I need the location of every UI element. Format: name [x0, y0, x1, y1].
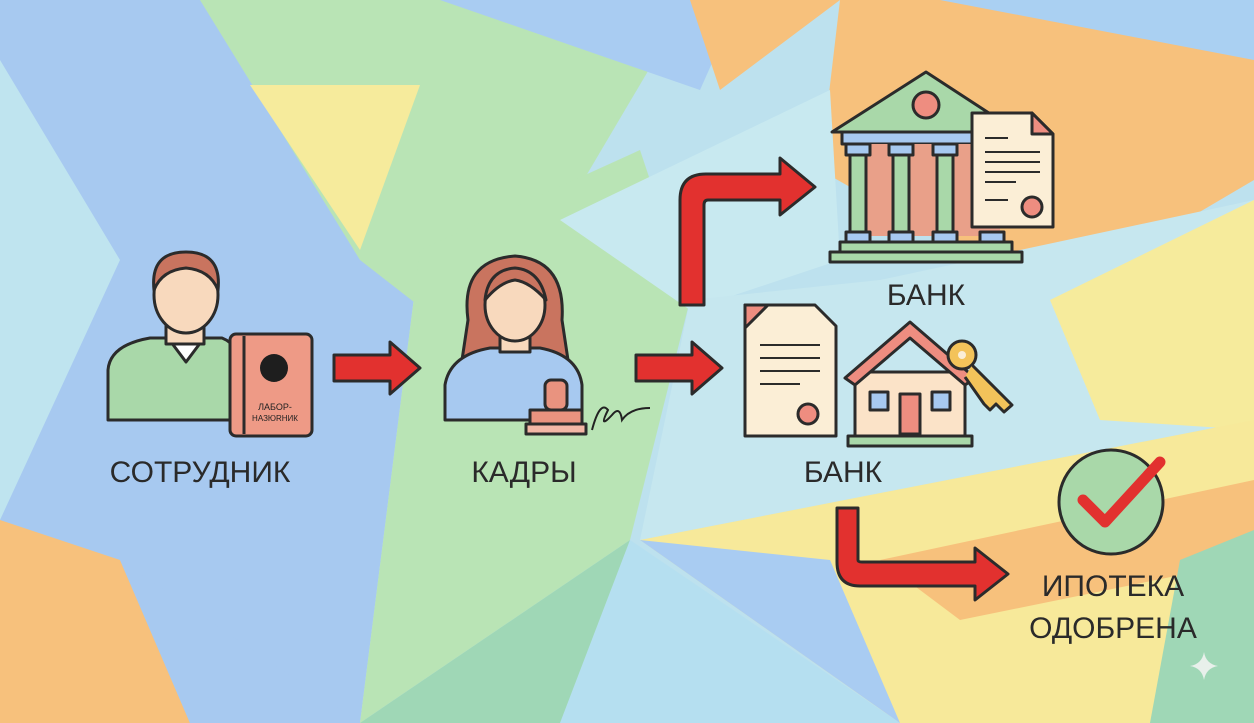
house-icon — [843, 320, 977, 448]
document-icon — [743, 303, 838, 438]
signature-icon — [591, 406, 651, 431]
hr-label: КАДРЫ — [471, 456, 576, 489]
record-book-label-2: НАЗЮRНИК — [252, 414, 298, 423]
hr-specialist-icon — [443, 254, 584, 422]
bank-top-label: БАНК — [887, 279, 966, 312]
result-label-line1: ИПОТЕКА — [1042, 570, 1184, 603]
sparkle-icon — [1190, 652, 1218, 680]
work-record-book-icon: ЛАБОР- НАЗЮRНИК — [228, 332, 314, 438]
emblem-icon — [260, 354, 288, 382]
record-book-label-1: ЛАБОР- — [258, 402, 292, 412]
result-label-line2: ОДОБРЕНА — [1029, 612, 1197, 645]
employee-icon — [106, 250, 242, 422]
arrow-up-right-icon — [678, 156, 817, 307]
approved-check-icon — [1057, 448, 1166, 556]
contract-document-icon — [970, 111, 1055, 229]
stamp-icon — [524, 378, 588, 436]
arrow-right-icon — [634, 340, 724, 396]
arrow-down-right-icon — [835, 506, 1010, 602]
arrow-right-icon — [332, 340, 422, 396]
employee-label: СОТРУДНИК — [110, 456, 291, 489]
key-icon — [946, 339, 1014, 414]
bank-bottom-label: БАНК — [804, 456, 883, 489]
